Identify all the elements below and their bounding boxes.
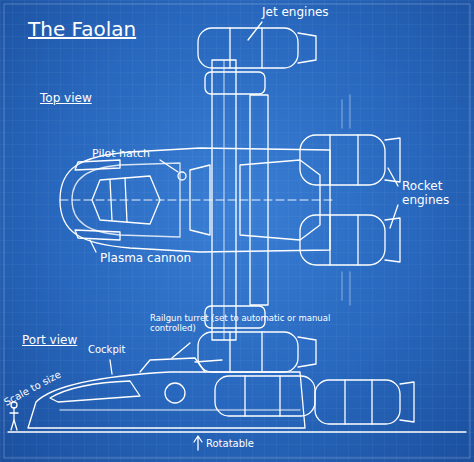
sheet-title: The Faolan	[28, 18, 136, 41]
part-label: Rocket engines	[402, 180, 464, 208]
view-heading: Top view	[40, 92, 92, 106]
part-label: Railgun turret (set to automatic or manu…	[150, 314, 370, 334]
part-label: Plasma cannon	[100, 252, 191, 266]
view-heading: Port view	[22, 334, 77, 348]
part-label: Rotatable	[206, 438, 254, 450]
part-label: Jet engines	[262, 6, 329, 20]
part-label: Pilot hatch	[92, 148, 150, 161]
part-label: Cockpit	[88, 344, 125, 356]
